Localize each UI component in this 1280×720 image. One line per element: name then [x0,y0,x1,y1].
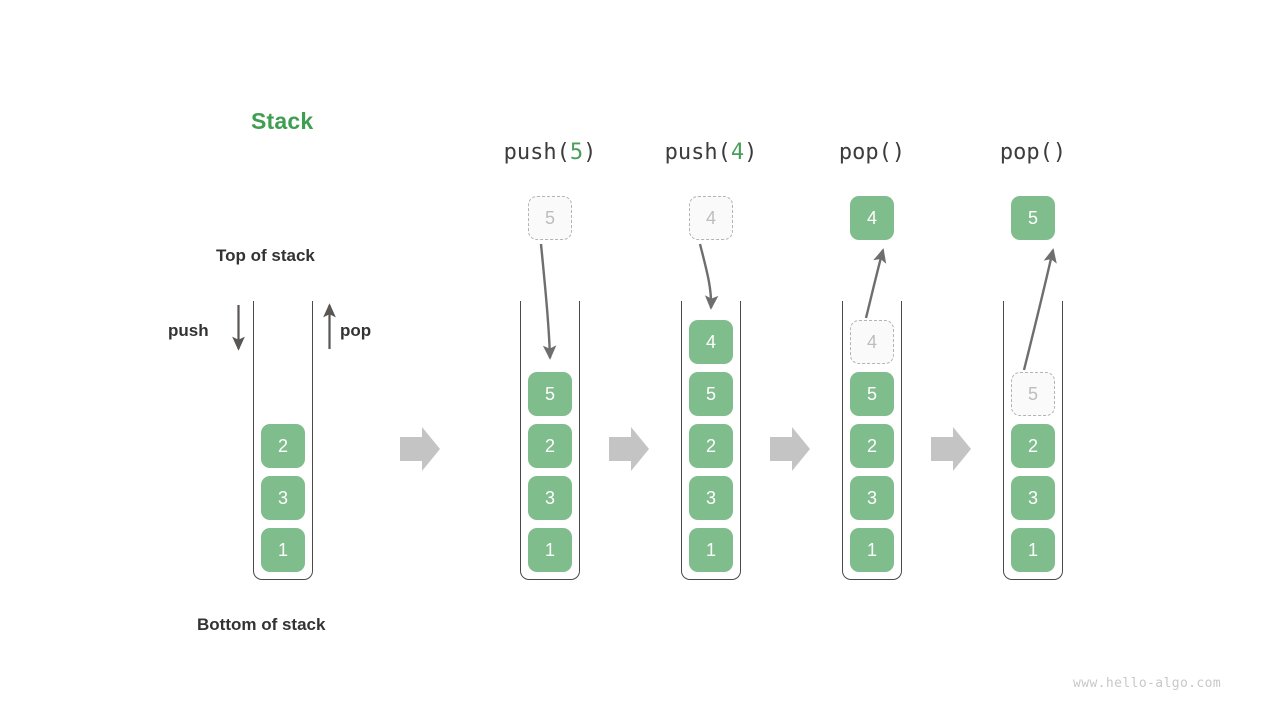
stack-cell: 5 [528,372,572,416]
stack-cell: 3 [528,476,572,520]
transition-arrow-2 [609,427,649,471]
pop-label: pop [340,321,372,340]
page-title: Stack [251,108,314,134]
stack-cell: 3 [1011,476,1055,520]
operation-paren: ) [891,140,906,165]
stack-cell: 1 [850,528,894,572]
operation-paren: ) [1052,140,1067,165]
transition-arrow-1 [400,427,440,471]
stack-cell: 1 [1011,528,1055,572]
operation-name: pop( [999,140,1053,165]
stack-cell: 1 [528,528,572,572]
stack-container [842,301,902,580]
stack-cell: 2 [1011,424,1055,468]
operation-name: push( [503,140,570,165]
operation-paren: ) [583,140,597,165]
operation-header: pop() [782,140,962,165]
stack-container [1003,301,1063,580]
stack-cell: 2 [850,424,894,468]
floating-cell: 5 [528,196,572,240]
stack-cell: 3 [689,476,733,520]
initial-stack-container [253,301,313,580]
stack-cell: 2 [689,424,733,468]
stack-container [520,301,580,580]
operation-argument: 5 [569,140,584,165]
transition-arrow-4 [931,427,971,471]
stack-cell: 5 [850,372,894,416]
operation-header: push(4) [621,140,801,165]
operation-name: push( [664,140,731,165]
stack-cell: 2 [528,424,572,468]
operation-header: push(5) [460,140,640,165]
ghost-cell: 5 [1011,372,1055,416]
initial-stack-cell: 2 [261,424,305,468]
push-label: push [168,321,209,340]
operation-name: pop( [838,140,892,165]
operation-argument: 4 [730,140,745,165]
stack-cell: 3 [850,476,894,520]
stack-container [681,301,741,580]
transition-arrow-3 [770,427,810,471]
floating-cell: 5 [1011,196,1055,240]
operation-header: pop() [943,140,1123,165]
top-of-stack-label: Top of stack [216,246,315,265]
initial-stack-cell: 1 [261,528,305,572]
floating-cell: 4 [850,196,894,240]
stack-cell: 5 [689,372,733,416]
floating-cell: 4 [689,196,733,240]
initial-stack-cell: 3 [261,476,305,520]
step-2-flow-arrow [698,243,719,310]
watermark: www.hello-algo.com [1073,676,1222,691]
ghost-cell: 4 [850,320,894,364]
operation-paren: ) [744,140,758,165]
bottom-of-stack-label: Bottom of stack [197,615,326,634]
stack-cell: 1 [689,528,733,572]
stack-cell: 4 [689,320,733,364]
